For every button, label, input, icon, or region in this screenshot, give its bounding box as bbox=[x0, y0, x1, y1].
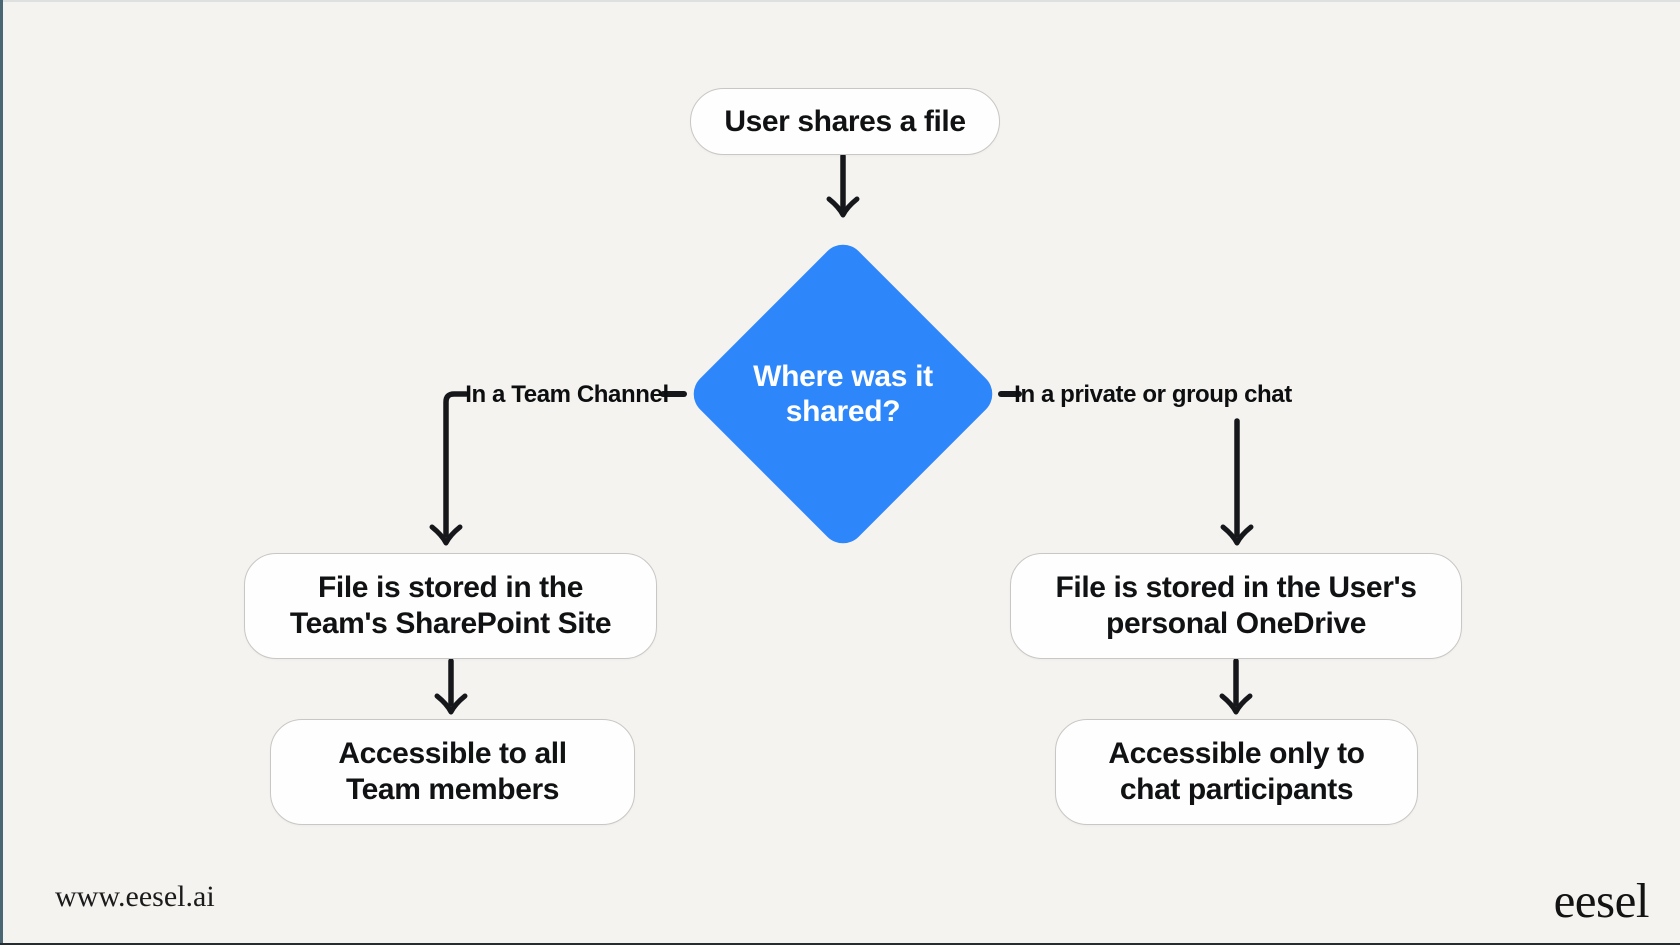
arrow-down-icon bbox=[434, 693, 468, 715]
arrow-down-icon bbox=[1220, 524, 1254, 546]
arrow-down-icon bbox=[429, 524, 463, 546]
node-text-line1: File is stored in the User's bbox=[1055, 571, 1417, 604]
branch-condition-private-chat: In a private or group chat bbox=[1014, 381, 1292, 408]
node-text-line1: Accessible to all bbox=[338, 737, 567, 770]
decision-label-line2: shared? bbox=[785, 395, 901, 428]
arrow-down-icon bbox=[1219, 693, 1253, 715]
left-edge-line bbox=[0, 0, 3, 945]
bottom-edge-line bbox=[0, 943, 1680, 945]
start-node-label: User shares a file bbox=[724, 104, 966, 138]
node-sharepoint-storage: File is stored in the Team's SharePoint … bbox=[244, 553, 657, 659]
node-text-line2: Team's SharePoint Site bbox=[289, 607, 612, 640]
node-text-line1: File is stored in the bbox=[318, 571, 583, 604]
node-chat-access: Accessible only to chat participants bbox=[1055, 719, 1418, 825]
branch-condition-team-channel: In a Team Channel bbox=[465, 381, 669, 408]
start-node: User shares a file bbox=[690, 88, 1000, 155]
top-edge-line bbox=[0, 0, 1680, 2]
node-text-line1: Accessible only to bbox=[1108, 737, 1365, 770]
node-team-access: Accessible to all Team members bbox=[270, 719, 635, 825]
connector-left-elbow bbox=[443, 391, 469, 538]
node-onedrive-storage: File is stored in the User's personal On… bbox=[1010, 553, 1462, 659]
decision-diamond: Where was it shared? bbox=[684, 235, 1002, 553]
decision-label-line1: Where was it bbox=[753, 360, 933, 393]
decision-label: Where was it shared? bbox=[731, 282, 955, 506]
node-text-line2: chat participants bbox=[1119, 773, 1354, 806]
node-text-line2: Team members bbox=[345, 773, 560, 806]
eesel-logo: eesel bbox=[1553, 873, 1650, 928]
node-text-line2: personal OneDrive bbox=[1106, 607, 1366, 640]
arrow-down-icon bbox=[826, 196, 860, 218]
website-url: www.eesel.ai bbox=[55, 880, 215, 913]
